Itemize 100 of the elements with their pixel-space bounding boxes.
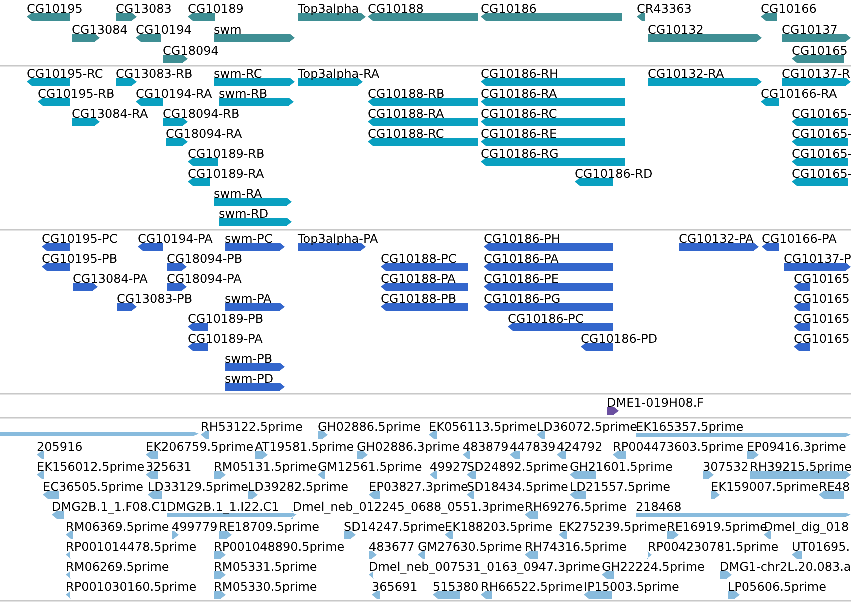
feature-label: EC36505.5prime — [43, 481, 144, 494]
feature-label: CG10189-RA — [188, 168, 264, 181]
feature-label: CG10137-P — [784, 253, 851, 266]
feature-label: DMG1-chr2L.20.083.a — [720, 561, 851, 574]
feature-label: swm-PC — [225, 233, 273, 246]
feature-label: LP05606.5prime — [728, 581, 827, 594]
feature-label: swm-PD — [225, 373, 274, 386]
feature-label: 205916 — [37, 441, 83, 454]
feature-label: swm-RC — [214, 68, 262, 81]
feature-label: DMG2B.1_1.I22.C1 — [167, 501, 280, 514]
feature-label: CG18094-PA — [167, 273, 242, 286]
feature-label: RP001030160.5prime — [66, 581, 197, 594]
feature-label: CG10188-PA — [381, 273, 456, 286]
feature-label: CG10186-RG — [481, 148, 559, 161]
feature-label: GH22224.5prime — [602, 561, 705, 574]
feature-label: 483677 — [369, 541, 415, 554]
feature-label: RM05131.5prime — [214, 461, 318, 474]
feature-label: 483879 — [463, 441, 509, 454]
feature-label: EK165357.5prime — [636, 421, 744, 434]
feature-label: UT01695. — [792, 541, 850, 554]
feature-label: EK056113.5prime — [429, 421, 537, 434]
feature-label: EK275239.5prime — [559, 521, 667, 534]
feature-label: CG18094-RB — [163, 108, 240, 121]
feature-label: CG10165 — [794, 273, 850, 286]
feature-label: RP001014478.5prime — [66, 541, 197, 554]
feature-label: CG10194-RA — [136, 88, 212, 101]
feature-label: CG10194-PA — [138, 233, 213, 246]
feature-label: GM27630.5prime — [418, 541, 522, 554]
feature-label: 447839 — [510, 441, 556, 454]
feature-label: 515380 — [433, 581, 479, 594]
feature-label: CG10186-PH — [484, 233, 560, 246]
feature-label: Top3alpha-PA — [298, 233, 378, 246]
feature-label: LD21557.5prime — [570, 481, 671, 494]
feature-label: EP03827.3prime — [369, 481, 468, 494]
feature-label: CG10186 — [481, 3, 537, 16]
feature-label: EK188203.5prime — [445, 521, 553, 534]
feature-label: CG10165 — [794, 293, 850, 306]
feature-label: CG10188-RA — [368, 108, 444, 121]
feature-label: CG10189-PB — [188, 313, 264, 326]
feature-label: 424792 — [557, 441, 603, 454]
feature-label: CG10132-RA — [648, 68, 724, 81]
feature-label: CG10194 — [136, 24, 192, 37]
feature-label: CG13083 — [116, 3, 172, 16]
feature-label: swm-PA — [225, 293, 272, 306]
feature-label: LD39282.5prime — [248, 481, 349, 494]
feature-label: CG10186-PA — [484, 253, 559, 266]
feature-label: SD14247.5prime — [344, 521, 446, 534]
feature-label: CG10195-RC — [27, 68, 104, 81]
feature-label: CG18094 — [163, 45, 219, 58]
feature-label: DME1-019H08.F — [607, 397, 704, 410]
feature-label: 499779 — [172, 521, 218, 534]
feature-label: RE18709.5prime — [219, 521, 320, 534]
feature-label: CG10195-RB — [38, 88, 115, 101]
feature-label: CG10132 — [648, 24, 704, 37]
feature-label: CG10186-RC — [481, 108, 558, 121]
feature-label: CG10195-PC — [42, 233, 118, 246]
feature-label: IP15003.5prime — [584, 581, 680, 594]
feature-label: swm — [214, 24, 242, 37]
feature-label: CG10166 — [761, 3, 817, 16]
feature-label: LD36072.5prime — [537, 421, 638, 434]
feature-label: RM05330.5prime — [214, 581, 318, 594]
feature-label: CG10186-RE — [481, 128, 558, 141]
feature-label: CG10137-R — [782, 68, 851, 81]
feature-label: EK206759.5prime — [146, 441, 254, 454]
feature-label: CG10188-RC — [368, 128, 444, 141]
feature-label: CG10186-RA — [481, 88, 558, 101]
feature-label: Top3alpha-RA — [298, 68, 380, 81]
feature-label: 49927 — [430, 461, 468, 474]
feature-label: 325631 — [146, 461, 192, 474]
feature-label: RM06269.5prime — [66, 561, 170, 574]
feature-label: CG10188-RB — [368, 88, 445, 101]
feature-label: CG10195-PB — [42, 253, 118, 266]
feature-label: CG10189 — [188, 3, 244, 16]
feature-label: CG13083-PB — [117, 293, 193, 306]
feature-label: CG13083-RB — [116, 68, 193, 81]
feature-label: RH66522.5prime — [481, 581, 583, 594]
feature-label: CG10186-PD — [581, 333, 658, 346]
feature-label: swm-RB — [219, 88, 268, 101]
feature-label: CG10132-PA — [679, 233, 754, 246]
feature-label: CG10188-PC — [381, 253, 457, 266]
feature-label: CG13084-PA — [73, 273, 148, 286]
feature-label: GH21601.5prime — [570, 461, 673, 474]
feature-label: CG13084-RA — [72, 108, 148, 121]
feature-label: 307532 — [703, 461, 749, 474]
feature-label: CG10166-PA — [762, 233, 837, 246]
feature-label: CG10165 — [794, 313, 850, 326]
feature-label: Top3alpha — [298, 3, 360, 16]
feature-label: CG13084 — [72, 24, 128, 37]
feature-label: CG18094-RA — [166, 128, 242, 141]
feature-label: EK159007.5prime — [711, 481, 819, 494]
feature-label: LD33129.5prime — [148, 481, 249, 494]
feature-label: CG10188-PB — [381, 293, 457, 306]
feature-label: RP004473603.5prime — [613, 441, 744, 454]
feature-label: RM05331.5prime — [214, 561, 318, 574]
feature-label: CG18094-PB — [167, 253, 243, 266]
feature-label: CG10186-PC — [508, 313, 584, 326]
feature-label: SD24892.5prime — [467, 461, 568, 474]
feature-label: CG10166-RA — [761, 88, 838, 101]
feature-label: SD18434.5prime — [467, 481, 568, 494]
feature-label: CG10165 — [794, 333, 850, 346]
